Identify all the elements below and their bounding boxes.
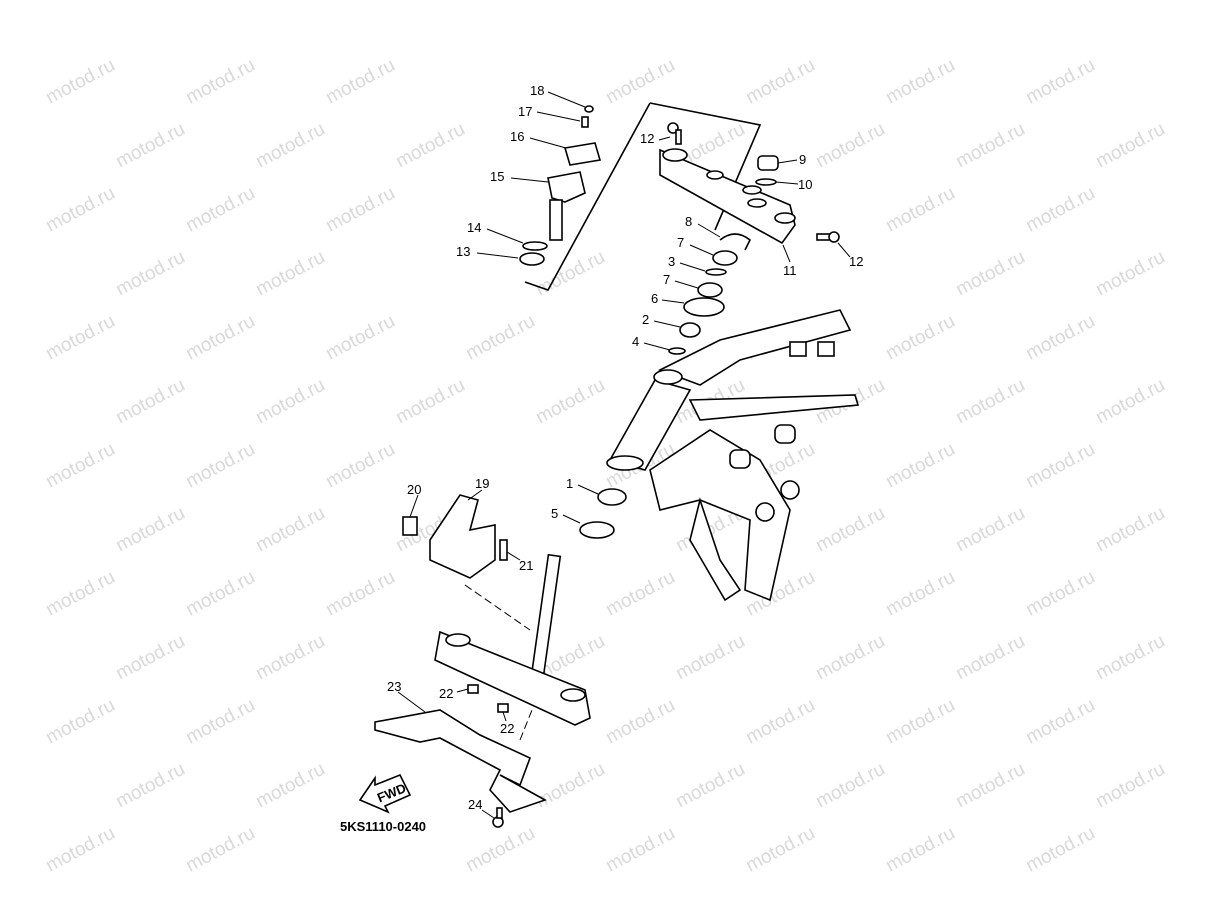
seal-5: [579, 521, 615, 539]
callout-12-top: 12: [640, 131, 654, 146]
callout-10: 10: [798, 177, 812, 192]
callout-9: 9: [799, 152, 806, 167]
bracket-19: [402, 494, 508, 579]
callout-15: 15: [490, 169, 504, 184]
bolt-21: [499, 539, 508, 561]
callout-24: 24: [468, 797, 482, 812]
fwd-arrow-icon: FWD: [358, 773, 412, 814]
callout-11: 11: [783, 263, 797, 278]
stack-parts: [668, 233, 752, 355]
diagram-code: 5KS1110-0240: [340, 819, 426, 834]
clip-22b: [497, 703, 509, 713]
callout-21: 21: [519, 558, 533, 573]
upper-bracket: [659, 148, 796, 245]
callout-4: 4: [632, 334, 639, 349]
nut-9: [757, 155, 779, 171]
assembly-outline-left: [524, 102, 651, 291]
callout-20: 20: [407, 482, 421, 497]
steering-stem: [434, 553, 591, 726]
hose-guide-23: [374, 709, 547, 813]
callout-3: 3: [668, 254, 675, 269]
bolt-24: [492, 807, 504, 828]
callout-12-right: 12: [849, 254, 863, 269]
handlebar-holder: [519, 105, 602, 266]
frame-part: [606, 309, 860, 602]
callout-7-upper: 7: [677, 235, 684, 250]
callout-2: 2: [642, 312, 649, 327]
callout-14: 14: [467, 220, 481, 235]
callout-6: 6: [651, 291, 658, 306]
clip-22a: [467, 684, 479, 694]
bolt-12-right: [816, 231, 840, 243]
callout-17: 17: [518, 104, 532, 119]
callout-22-left: 22: [439, 686, 453, 701]
guide-line: [464, 584, 531, 631]
callout-19: 19: [475, 476, 489, 491]
leader-lines: [397, 91, 851, 819]
damper-20: [402, 516, 418, 536]
guide-line: [519, 689, 541, 741]
washer-10: [755, 178, 777, 186]
callout-1: 1: [566, 476, 573, 491]
callout-13: 13: [456, 244, 470, 259]
callout-16: 16: [510, 129, 524, 144]
callout-18: 18: [530, 83, 544, 98]
callout-5: 5: [551, 506, 558, 521]
callout-22-right: 22: [500, 721, 514, 736]
callout-8: 8: [685, 214, 692, 229]
callout-23: 23: [387, 679, 401, 694]
callout-7-lower: 7: [663, 272, 670, 287]
bearing-1: [597, 488, 627, 506]
bolt-12-top: [667, 122, 682, 145]
